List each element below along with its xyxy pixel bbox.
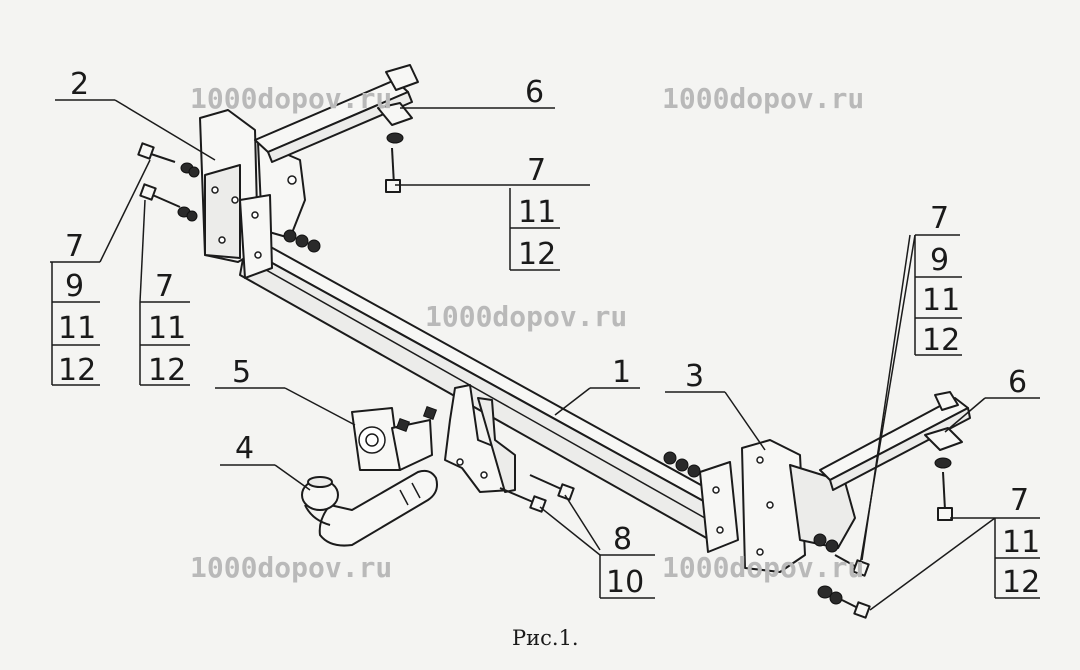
stack-right-a-0: 7	[930, 201, 949, 236]
stack-left-a-2: 11	[58, 311, 96, 346]
stack-bottom-0: 8	[613, 522, 632, 557]
stack-left-a-3: 12	[58, 353, 96, 388]
callout-labels: 2 6 7 11 12 7 9 11 12 7 11 12 5 4 1 3 7 …	[58, 67, 1040, 600]
watermark: 1000dopov.ru	[190, 551, 392, 584]
callout-4: 4	[235, 431, 254, 466]
stack-left-a-1: 9	[65, 269, 84, 304]
right-bracket	[699, 391, 971, 573]
watermarks: 1000dopov.ru 1000dopov.ru 1000dopov.ru 1…	[190, 82, 864, 584]
stack-right-a-3: 12	[922, 323, 960, 358]
callout-3: 3	[685, 359, 704, 394]
stack-top-1: 11	[518, 195, 556, 230]
stack-left-b-2: 12	[148, 353, 186, 388]
stack-left-b-1: 11	[148, 311, 186, 346]
callout-6-right: 6	[1008, 365, 1027, 400]
figure-caption: Рис.1.	[512, 626, 579, 650]
stack-bottom-1: 10	[606, 565, 644, 600]
stack-right-b-2: 12	[1002, 565, 1040, 600]
socket-plate	[351, 405, 438, 471]
stack-right-b-0: 7	[1010, 483, 1029, 518]
tow-ball	[301, 469, 438, 547]
stack-left-b-0: 7	[155, 269, 174, 304]
stack-right-a-1: 9	[930, 243, 949, 278]
left-bracket	[199, 64, 419, 279]
leader-lines	[50, 99, 1040, 611]
reference-table-rules	[51, 188, 1040, 599]
watermark: 1000dopov.ru	[425, 300, 627, 333]
stack-top-0: 7	[527, 153, 546, 188]
middle-hanger	[444, 384, 516, 493]
stack-top-2: 12	[518, 237, 556, 272]
stack-left-a-0: 7	[65, 229, 84, 264]
watermark: 1000dopov.ru	[190, 82, 392, 115]
callout-1: 1	[612, 355, 631, 390]
watermark: 1000dopov.ru	[662, 82, 864, 115]
watermark: 1000dopov.ru	[662, 551, 864, 584]
callout-5: 5	[232, 355, 251, 390]
callout-2: 2	[70, 67, 89, 102]
stack-right-a-2: 11	[922, 283, 960, 318]
bolts	[137, 102, 963, 619]
callout-6-top: 6	[525, 75, 544, 110]
stack-right-b-1: 11	[1002, 525, 1040, 560]
